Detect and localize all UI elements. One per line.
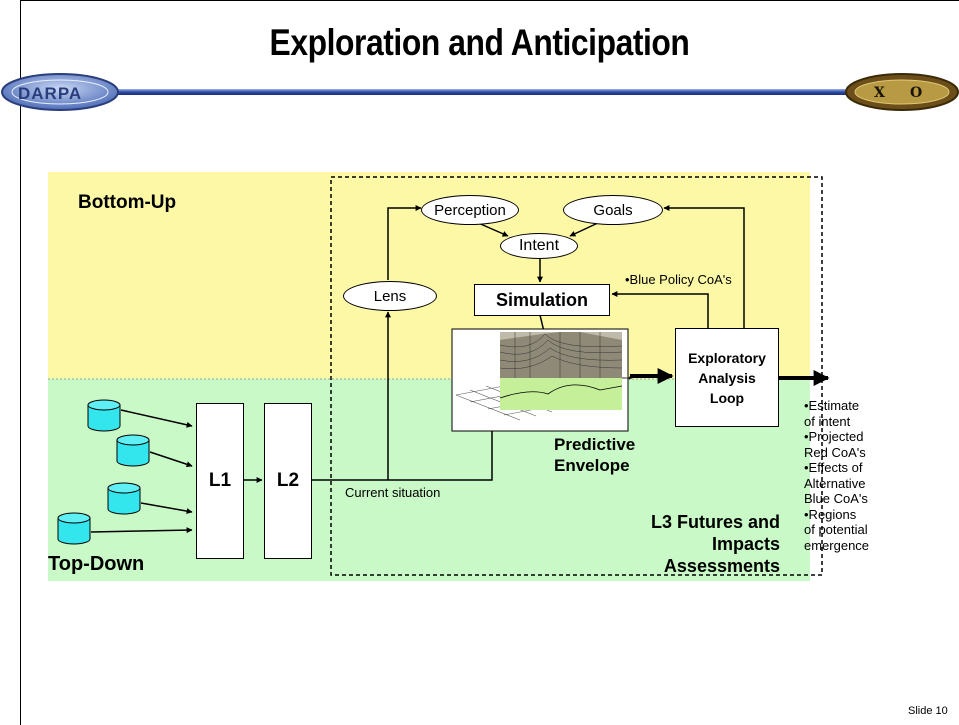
l1-box: L1 (196, 403, 244, 559)
output-line: emergence (804, 537, 870, 553)
output-line: •Estimate (804, 398, 860, 413)
database-cylinder (116, 434, 150, 467)
simulation-box: Simulation (474, 284, 610, 316)
l3-label: L3 Futures and Impacts Assessments (600, 511, 780, 577)
exploratory-line1: Exploratory (688, 349, 766, 366)
database-cylinders (57, 399, 150, 545)
darpa-logo (1, 73, 119, 111)
database-cylinder (87, 399, 121, 432)
db-arrow (140, 502, 193, 515)
lens-to-perception-arrow (387, 205, 422, 280)
db-arrow (90, 527, 193, 534)
perception-node: Perception (421, 195, 519, 225)
predictive-line1: Predictive (554, 435, 636, 454)
exploratory-line2: Analysis (698, 369, 756, 386)
loop-to-goals-arrow (663, 205, 745, 328)
l3-label-line2: Impacts Assessments (663, 534, 780, 576)
output-line: Red CoA's (804, 444, 866, 460)
database-cylinder (57, 512, 91, 545)
output-line: •Projected (804, 429, 864, 444)
ixo-logo: X O (845, 73, 959, 111)
current-situation-arrow (310, 412, 495, 481)
predictive-envelope-label: Predictive Envelope (554, 434, 635, 476)
bottom-up-label: Bottom-Up (78, 192, 177, 213)
db-arrow (149, 451, 193, 468)
slide-number: Slide 10 (908, 705, 948, 717)
slide-title: Exploration and Anticipation (269, 22, 690, 63)
output-line: of intent (804, 413, 851, 429)
top-down-label: Top-Down (48, 553, 145, 575)
current-situation-label: Current situation (345, 485, 441, 500)
predictive-envelope-graphic (451, 328, 633, 432)
predictive-line2: Envelope (554, 456, 630, 475)
db-arrow (120, 409, 193, 428)
output-line: •Effects of (804, 460, 863, 475)
output-line: •Regions (804, 506, 857, 522)
blue-policy-label: •Blue Policy CoA's (625, 272, 732, 287)
svg-text:X: X (874, 85, 885, 101)
output-line: of potential (804, 522, 868, 537)
intent-node: Intent (500, 233, 578, 259)
output-line: Alternative (804, 475, 866, 491)
l3-label-line1: L3 Futures and (650, 512, 780, 532)
lens-node: Lens (343, 281, 437, 311)
exploratory-analysis-loop-box: Exploratory Analysis Loop (675, 328, 779, 427)
database-cylinder (107, 482, 141, 515)
loop-to-simulation-arrow (611, 291, 709, 328)
goals-to-intent-arrow (569, 221, 601, 237)
l2-box: L2 (264, 403, 312, 559)
darpa-logo-text: DARPA (18, 84, 83, 103)
outputs-list: •Estimate of intent •Projected Red CoA's… (804, 398, 869, 553)
svg-text:O: O (910, 85, 922, 101)
goals-node: Goals (563, 195, 663, 225)
slide-frame (20, 0, 959, 725)
exploratory-line3: Loop (709, 389, 745, 406)
output-line: Blue CoA's (804, 491, 868, 506)
header-bar: X O (1, 73, 959, 111)
